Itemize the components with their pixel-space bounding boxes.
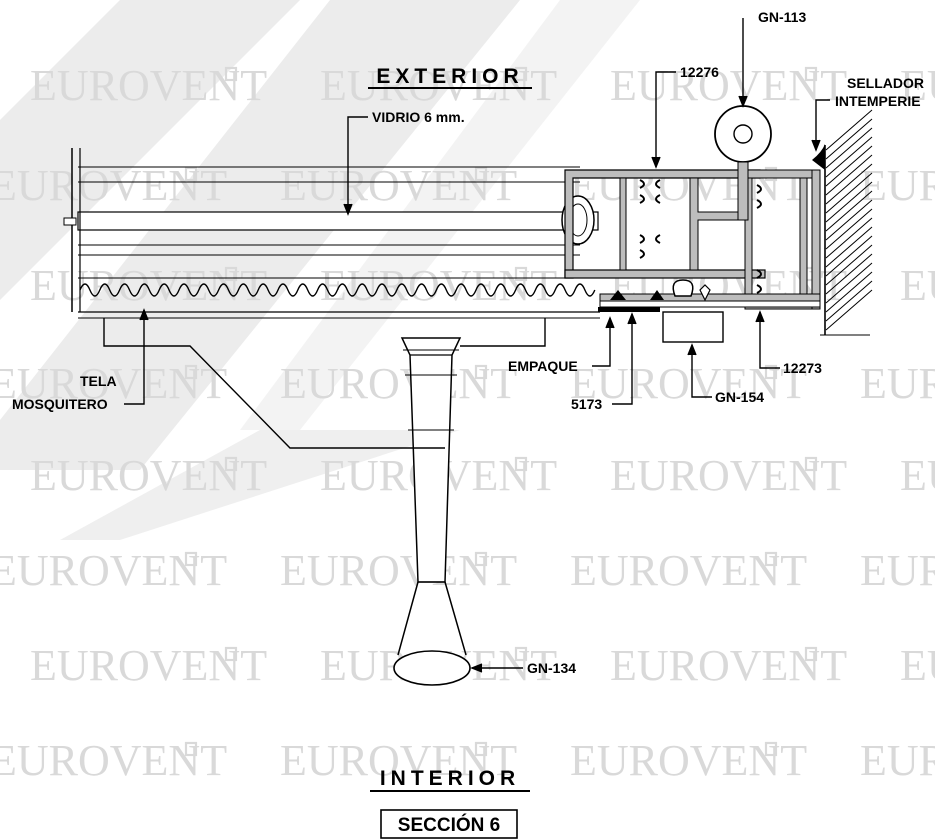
watermark-text: EUROVENT — [0, 359, 227, 408]
hatch-line — [825, 289, 873, 331]
watermark-box — [514, 66, 528, 82]
hatch-line — [825, 145, 873, 187]
watermark-text: EUROVENT — [280, 736, 517, 785]
watermark-text: EUROVENT — [0, 546, 227, 595]
watermark-box — [514, 456, 528, 472]
label-sellador: SELLADOR — [847, 75, 924, 91]
watermark-text: EUROVENT — [570, 359, 807, 408]
hatch-line — [825, 217, 873, 259]
hatch-line — [825, 172, 873, 214]
section-label-box — [380, 809, 518, 839]
watermark-text: EUROVENT — [320, 61, 557, 110]
label-gn154: GN-154 — [715, 389, 764, 405]
insect-screen — [78, 277, 600, 319]
aluminum-frame-profile — [564, 169, 821, 312]
watermark-box — [804, 646, 818, 662]
watermark-box — [474, 364, 488, 380]
watermark-box — [764, 741, 778, 757]
hatch-line — [825, 253, 873, 295]
watermark-box — [184, 741, 198, 757]
hatch-line — [825, 181, 873, 223]
watermark-text: EUROVENT — [280, 359, 517, 408]
label-tela: TELA — [80, 373, 117, 389]
wall — [812, 109, 873, 336]
watermark-text: EUROVENT — [0, 161, 227, 210]
watermark-text: EUROVENT — [570, 161, 807, 210]
watermark-text: EUROVENT — [280, 161, 517, 210]
watermark-box — [184, 551, 198, 567]
watermark-box — [184, 364, 198, 380]
callout-labels: VIDRIO 6 mm. GN-113 12276 SELLADOR INTEM… — [12, 9, 924, 676]
hatch-line — [825, 235, 873, 277]
watermark-box — [514, 646, 528, 662]
label-intemperie: INTEMPERIE — [835, 93, 921, 109]
hatch-line — [825, 199, 873, 241]
section-label: SECCIÓN 6 — [398, 814, 500, 836]
watermark-text: EUROVENT — [30, 61, 267, 110]
watermark-text: EUROVENT — [900, 641, 935, 690]
watermark-box — [474, 166, 488, 182]
watermark-text: EUROVENT — [900, 451, 935, 500]
hatch-line — [825, 190, 873, 232]
watermark-text: EUROVENT — [30, 641, 267, 690]
hatch-line — [825, 154, 873, 196]
watermark-text: EUROVENT — [860, 161, 935, 210]
hatch-line — [825, 226, 873, 268]
watermark-box — [804, 66, 818, 82]
watermark-box — [184, 166, 198, 182]
roller-gn113 — [714, 105, 772, 221]
leader-lines — [103, 18, 830, 673]
watermark-box — [224, 66, 238, 82]
label-12276: 12276 — [680, 64, 719, 80]
watermark-text: EUROVENT — [280, 546, 517, 595]
watermark-text: EUROVENT — [900, 61, 935, 110]
label-vidrio: VIDRIO 6 mm. — [372, 109, 465, 125]
watermark-text: EUROVENT — [570, 736, 807, 785]
hatch-line — [825, 208, 873, 250]
glass-pane — [63, 148, 599, 312]
watermark-text: EUROVENT — [30, 451, 267, 500]
label-empaque: EMPAQUE — [508, 358, 578, 374]
label-mosquitero: MOSQUITERO — [12, 396, 108, 412]
label-12273: 12273 — [783, 360, 822, 376]
hatch-line — [825, 109, 873, 151]
watermark-text: EUROVENT — [860, 546, 935, 595]
hatch-line — [825, 271, 873, 313]
handle-gn134 — [393, 337, 471, 686]
hatch-line — [825, 136, 873, 178]
label-5173: 5173 — [571, 396, 602, 412]
watermark-box — [224, 456, 238, 472]
label-gn134: GN-134 — [527, 660, 576, 676]
watermark-text: EUROVENT — [30, 261, 267, 310]
watermark-text: EUROVENT — [860, 359, 935, 408]
watermark-text: EUROVENT — [570, 546, 807, 595]
watermark-text: EUROVENT — [860, 736, 935, 785]
part-gn154 — [662, 311, 724, 343]
interior-title: INTERIOR — [380, 767, 520, 790]
watermark-text: EUROVENT — [900, 261, 935, 310]
hatch-line — [825, 280, 873, 322]
watermark-box — [514, 266, 528, 282]
hatch-line — [825, 127, 873, 169]
hatch-line — [825, 244, 873, 286]
watermark-box — [224, 266, 238, 282]
watermark-text: EUROVENT — [610, 451, 847, 500]
watermark-box — [764, 364, 778, 380]
watermark-box — [474, 551, 488, 567]
watermark-box — [224, 646, 238, 662]
hatch-line — [825, 118, 873, 160]
watermark-box — [764, 551, 778, 567]
label-gn113: GN-113 — [758, 9, 806, 25]
watermark-text: EUROVENT — [610, 61, 847, 110]
watermark-box — [474, 741, 488, 757]
watermark-text: EUROVENT — [0, 736, 227, 785]
hatch-line — [825, 262, 873, 304]
hatch-line — [825, 163, 873, 205]
exterior-title: EXTERIOR — [376, 65, 523, 88]
watermark-box — [804, 456, 818, 472]
watermark-text: EUROVENT — [610, 641, 847, 690]
